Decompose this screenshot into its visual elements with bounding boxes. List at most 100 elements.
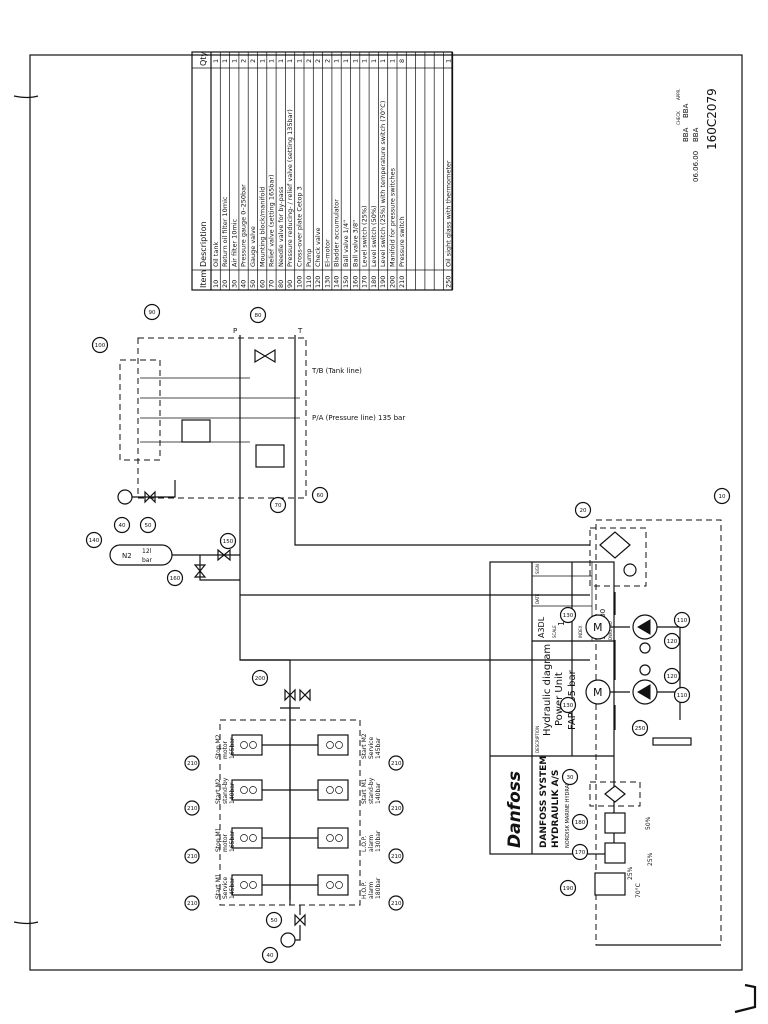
bom-row-qty: 2	[323, 59, 331, 63]
balloon-label: 80	[255, 313, 262, 319]
balloon-label: 200	[255, 676, 266, 682]
bom-row-qty: 2	[249, 59, 257, 63]
title-block: Danfoss DANFOSS SYSTEM HYDRAULIK A/S NOR…	[489, 561, 615, 855]
bom-row-description: Check valve	[314, 227, 322, 267]
bom-row-item: 110	[305, 276, 313, 288]
sight-glass-thermometer	[652, 737, 692, 746]
bom-row-qty: 1	[286, 59, 294, 63]
balloon-210-label: 210	[391, 901, 402, 907]
pressure-switch-label: Stop M1	[215, 827, 222, 852]
pressure-switch-label: 140bar	[375, 782, 382, 804]
relief-valve-body	[255, 444, 285, 468]
bom-header-description: Description	[199, 221, 208, 267]
pressure-switch-label: Service	[222, 877, 229, 899]
balloon-label: 140	[89, 538, 100, 544]
bom-row-qty: 8	[398, 59, 406, 63]
balloon-210-label: 210	[391, 854, 402, 860]
bom-row-qty: 1	[258, 59, 266, 63]
drawing-title-1: Hydraulic diagram	[542, 644, 553, 736]
balloon-120b	[663, 667, 681, 685]
pressure-line-label: P/A (Pressure line) 135 bar	[312, 414, 405, 422]
pressure-switch-label: H.O.P.	[361, 882, 368, 899]
bom-row-description: Ball valve 3/8"	[351, 220, 359, 267]
bom-row-item: 130	[323, 276, 331, 288]
pressure-switch-label: Service	[368, 737, 375, 759]
scan-mark-edge	[734, 983, 757, 1014]
title-block-revisions: CHECK APPR. BBA BBA 06.06.00 BBA 160C207…	[676, 88, 719, 182]
gauge-valve-lower	[294, 913, 306, 927]
scan-mark-bottom	[13, 921, 39, 925]
balloon-210	[388, 755, 404, 771]
balloon-130b	[559, 696, 577, 714]
balloon-20	[574, 501, 592, 519]
bom-row-item: 210	[398, 276, 406, 288]
balloon-60	[311, 486, 329, 504]
pressure-switch-label: motor	[222, 833, 229, 852]
accumulator-unit: bar	[142, 557, 152, 564]
bom-row-item: 70	[268, 280, 276, 288]
bom-header-qty: Qty	[199, 52, 208, 66]
bom-row-description: Ball valve 1/4"	[342, 220, 350, 267]
ball-valve-160	[193, 564, 207, 578]
pressure-switch-label: Stop M2	[215, 734, 222, 759]
bom-row-qty: 2	[240, 59, 248, 63]
drawing-title-2: Power Unit	[554, 672, 565, 726]
bom-row-description: Gauge valve	[249, 226, 257, 267]
bom-row-qty: 1	[230, 59, 238, 63]
bom-row-qty: 2	[305, 59, 313, 63]
bom-row-qty: 1	[221, 59, 229, 63]
bom-row-item: 160	[351, 276, 359, 288]
balloon-label: 50	[145, 523, 152, 529]
bom-row-item: 250	[444, 276, 452, 288]
balloon-label: 170	[575, 850, 586, 856]
return-line	[294, 335, 590, 546]
bom-row-description: Level switch (25%)	[361, 205, 369, 267]
bom-row-description: Cross-over plate Cetop 3	[296, 186, 304, 267]
balloon-label: 160	[170, 576, 181, 582]
balloon-50b	[265, 911, 283, 929]
balloon-label: 110	[677, 618, 688, 624]
bom-row-description: Oil tank	[212, 242, 220, 267]
bom-row-description: Pressure gauge 0–250bar	[240, 184, 248, 267]
sheet-border	[29, 54, 743, 971]
balloon-label: 50	[271, 918, 278, 924]
balloon-label: 90	[149, 310, 156, 316]
appr-label: APPR.	[676, 89, 681, 100]
pressure-switch-label: stand-by	[368, 777, 375, 804]
balloon-10	[713, 487, 731, 505]
bom-row-description: Pump	[305, 249, 313, 267]
balloon-label: 250	[635, 726, 646, 732]
balloon-120a	[663, 632, 681, 650]
check-1: BBA	[682, 103, 690, 118]
balloon-210	[388, 800, 404, 816]
bom-row-item: 140	[333, 276, 341, 288]
return-filter-housing	[589, 527, 647, 587]
pressure-switch-label: Start M1	[215, 873, 222, 899]
bom-row-item: 180	[370, 276, 378, 288]
balloon-label: 10	[719, 494, 726, 500]
balloon-label: 130	[563, 703, 574, 709]
balloon-210-label: 210	[187, 901, 198, 907]
balloon-190	[559, 879, 577, 897]
bom-row-description: Return oil filter 10mic	[221, 196, 229, 267]
balloon-210	[184, 800, 200, 816]
level-25a-label: 25%	[647, 852, 654, 866]
bom-row-item: 40	[240, 280, 248, 288]
pressure-switch-label: 180bar	[375, 877, 382, 899]
bom-row-description: Air filter 10mic	[230, 218, 238, 267]
bom-row-description: Mounting block/manifold	[258, 187, 266, 267]
pressure-switch-label: motor	[222, 740, 229, 759]
return-filter-symbol	[599, 531, 631, 559]
scale-value: 1	[557, 621, 566, 626]
balloon-90	[143, 303, 161, 321]
pressure-switch-label: 140bar	[229, 782, 236, 804]
filter-bypass-check	[623, 563, 637, 577]
balloon-label: 180	[575, 820, 586, 826]
balloon-210	[184, 755, 200, 771]
bom-row-qty: 1	[351, 59, 359, 63]
bom-row-qty: 1	[296, 59, 304, 63]
balloon-label: 40	[267, 953, 274, 959]
bom-row-qty: 1	[379, 59, 387, 63]
